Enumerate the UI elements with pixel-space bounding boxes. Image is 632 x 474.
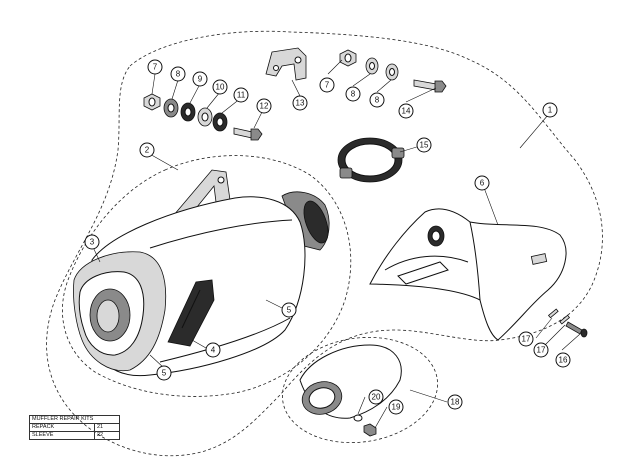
callout-1: 1 — [542, 102, 558, 118]
callout-2: 2 — [139, 142, 155, 158]
callout-10: 10 — [212, 79, 228, 95]
callout-7-right: 7 — [319, 77, 335, 93]
callout-3: 3 — [84, 234, 100, 250]
kit-name: SLEEVE — [29, 431, 95, 440]
callout-7-left: 7 — [147, 59, 163, 75]
svg-text:7: 7 — [153, 63, 158, 72]
svg-text:9: 9 — [198, 75, 203, 84]
svg-text:6: 6 — [480, 179, 485, 188]
callout-17-a: 17 — [518, 331, 534, 347]
svg-text:14: 14 — [402, 107, 411, 116]
callout-12: 12 — [256, 98, 272, 114]
table-row: REPACK 21 — [29, 423, 120, 432]
svg-text:10: 10 — [216, 83, 225, 92]
callout-8-right-a: 8 — [345, 86, 361, 102]
svg-text:8: 8 — [375, 96, 380, 105]
svg-text:18: 18 — [451, 398, 460, 407]
callout-20: 20 — [368, 389, 384, 405]
svg-text:8: 8 — [351, 90, 356, 99]
callout-18: 18 — [447, 394, 463, 410]
table-row: SLEEVE 22 — [29, 431, 120, 440]
repair-kits-title: MUFFLER REPAIR KITS — [29, 415, 120, 424]
link-pipe — [299, 344, 402, 419]
muffler-assembly — [73, 169, 330, 377]
callout-15: 15 — [416, 137, 432, 153]
callout-16: 16 — [555, 352, 571, 368]
callout-14: 14 — [398, 103, 414, 119]
svg-text:4: 4 — [211, 346, 216, 355]
kit-name: REPACK — [29, 423, 95, 432]
clamp — [337, 137, 405, 183]
callout-13: 13 — [292, 95, 308, 111]
svg-text:7: 7 — [325, 81, 330, 90]
callout-8-right-b: 8 — [369, 92, 385, 108]
callout-8-left: 8 — [170, 66, 186, 82]
repair-kits-header-row: MUFFLER REPAIR KITS — [29, 415, 120, 424]
kit-code: 22 — [94, 431, 120, 440]
callout-4: 4 — [205, 342, 221, 358]
svg-text:15: 15 — [420, 141, 429, 150]
svg-text:5: 5 — [287, 306, 292, 315]
callout-11: 11 — [233, 87, 249, 103]
callout-19: 19 — [388, 399, 404, 415]
sensor-bung — [353, 414, 377, 437]
callout-9: 9 — [192, 71, 208, 87]
callout-6: 6 — [474, 175, 490, 191]
svg-text:19: 19 — [392, 403, 401, 412]
svg-text:17: 17 — [522, 335, 531, 344]
svg-text:3: 3 — [90, 238, 95, 247]
link-pipe-group-outline — [282, 336, 438, 444]
callout-5-left: 5 — [156, 365, 172, 381]
svg-text:11: 11 — [237, 91, 246, 100]
shield-fasteners — [547, 308, 588, 338]
hardware-stack-right — [339, 49, 447, 93]
svg-text:8: 8 — [176, 70, 181, 79]
callout-17-b: 17 — [533, 342, 549, 358]
assembly-boundary-outline — [46, 30, 603, 457]
hardware-stack-left — [143, 93, 263, 141]
mounting-bracket — [265, 47, 307, 81]
heat-shield — [369, 208, 567, 341]
svg-text:2: 2 — [145, 146, 150, 155]
svg-text:20: 20 — [372, 393, 381, 402]
svg-text:17: 17 — [537, 346, 546, 355]
svg-text:16: 16 — [559, 356, 568, 365]
svg-text:5: 5 — [162, 369, 167, 378]
repair-kits-table: MUFFLER REPAIR KITS REPACK 21 SLEEVE 22 — [29, 415, 120, 440]
svg-text:1: 1 — [548, 106, 553, 115]
svg-text:12: 12 — [260, 102, 269, 111]
callout-5-right: 5 — [281, 302, 297, 318]
muffler-group-outline — [62, 155, 352, 397]
svg-text:13: 13 — [296, 99, 305, 108]
kit-code: 21 — [94, 423, 120, 432]
